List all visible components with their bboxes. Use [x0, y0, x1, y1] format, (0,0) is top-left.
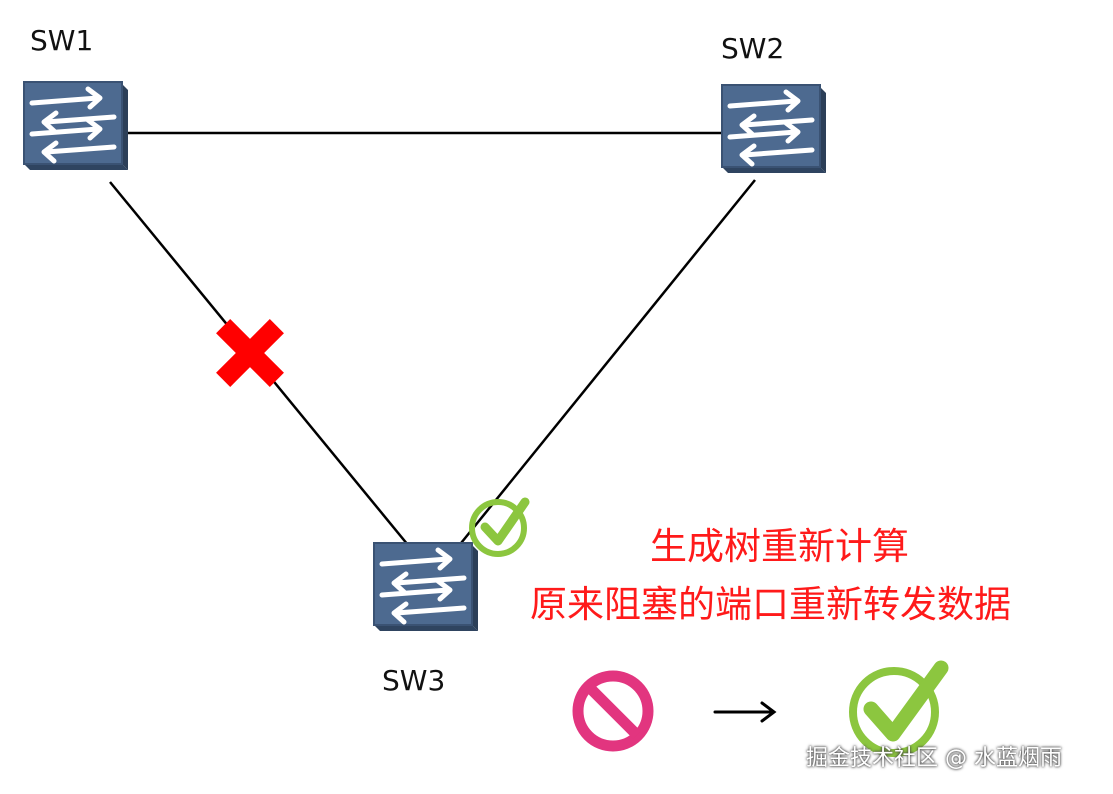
node-label-sw1: SW1 — [30, 24, 94, 57]
note-line-1: 生成树重新计算 — [650, 525, 909, 568]
node-label-sw3: SW3 — [382, 664, 446, 697]
note-line-2: 原来阻塞的端口重新转发数据 — [530, 583, 1011, 626]
switch-icon — [24, 82, 128, 170]
node-label-sw2: SW2 — [721, 32, 785, 65]
green-check-icon — [469, 497, 530, 557]
switch-icon — [374, 543, 478, 631]
red-x-icon — [216, 319, 284, 387]
link-sw2-sw3 — [452, 179, 756, 554]
green-check-icon — [849, 660, 949, 757]
watermark: 掘金技术社区 @ 水蓝烟雨 — [806, 746, 1062, 771]
no-entry-icon — [572, 670, 654, 752]
right-arrow-icon — [713, 701, 777, 723]
switch-icon — [722, 85, 826, 173]
